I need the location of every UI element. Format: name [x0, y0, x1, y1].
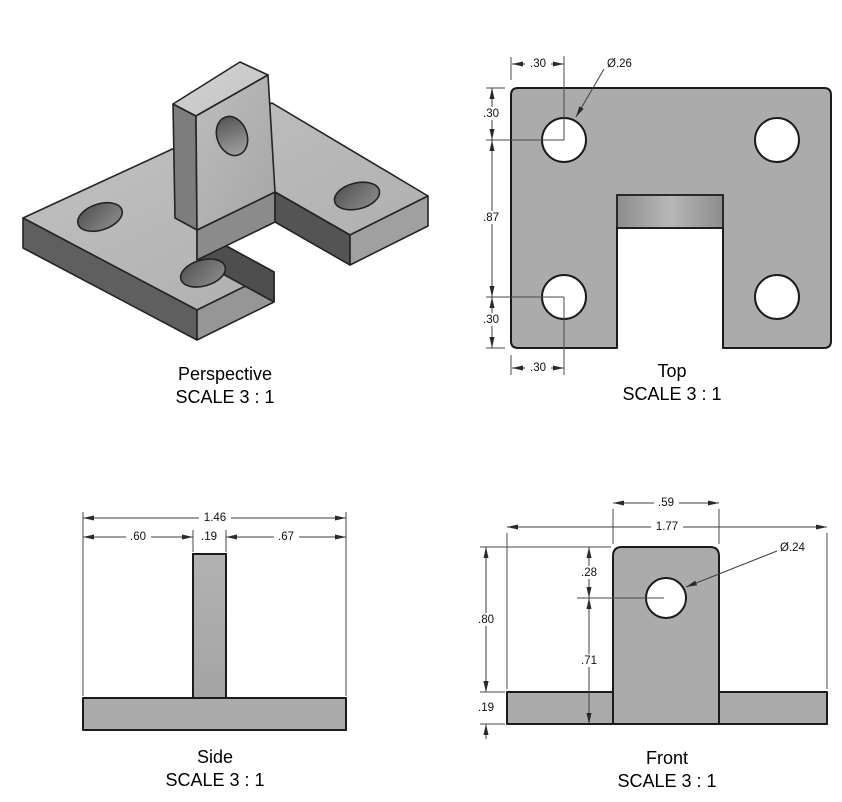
top-view-hole-bottom-right: [754, 274, 800, 320]
top-view-hole-top-right: [754, 117, 800, 163]
top-scale-label: SCALE 3 : 1: [622, 384, 721, 404]
dim-top-hole-dia: Ø.26: [607, 58, 632, 70]
dim-front-height: .80: [478, 614, 494, 626]
side-label: Side: [197, 747, 233, 767]
dim-front-tab-width: .59: [658, 497, 674, 509]
dim-top-edge-to-hole: .30: [483, 108, 499, 120]
dim-side-left: .60: [130, 531, 146, 543]
view-labels: Perspective SCALE 3 : 1 Top SCALE 3 : 1 …: [165, 361, 721, 791]
dim-front-hole-dia: Ø.24: [780, 542, 806, 554]
dim-front-hole-to-bottom: .71: [581, 655, 597, 667]
dim-top-bottom-hole-x: .30: [530, 362, 546, 374]
perspective-scale-label: SCALE 3 : 1: [175, 387, 274, 407]
base-hole-back-left: [76, 201, 124, 233]
leader-hole-dia: [575, 68, 605, 118]
dim-front-top-to-hole: .28: [581, 567, 597, 579]
perspective-view: [22, 61, 429, 341]
dim-front-overall: 1.77: [656, 521, 678, 533]
dim-side-tab: .19: [201, 531, 217, 543]
front-label: Front: [646, 748, 688, 768]
base-hole-right: [333, 181, 381, 211]
top-view: .30 Ø.26 .30 .87 .30 .30: [479, 56, 832, 375]
top-view-tab-band: [616, 194, 724, 229]
front-view-tab: [612, 546, 720, 725]
side-view: 1.46 .60 .19 .67: [82, 511, 347, 731]
tab-left-face: [172, 103, 198, 231]
base-front-right-face: [349, 195, 429, 266]
dim-top-hole-span: .87: [483, 212, 499, 224]
front-view: .59 1.77 .28 .80 .71 .19 Ø.24: [474, 496, 828, 739]
dim-top-hole-to-edge: .30: [483, 314, 499, 326]
side-view-base: [82, 697, 347, 731]
dim-top-hole-x: .30: [530, 58, 546, 70]
side-scale-label: SCALE 3 : 1: [165, 770, 264, 790]
top-label: Top: [657, 361, 686, 381]
dim-front-base-thickness: .19: [478, 702, 494, 714]
side-view-tab: [192, 553, 227, 701]
tab-hole: [215, 115, 249, 157]
leader-front-hole-dia: [685, 550, 778, 588]
dim-side-overall: 1.46: [204, 512, 226, 524]
dim-side-right: .67: [278, 531, 294, 543]
front-scale-label: SCALE 3 : 1: [617, 771, 716, 791]
perspective-label: Perspective: [178, 364, 272, 384]
